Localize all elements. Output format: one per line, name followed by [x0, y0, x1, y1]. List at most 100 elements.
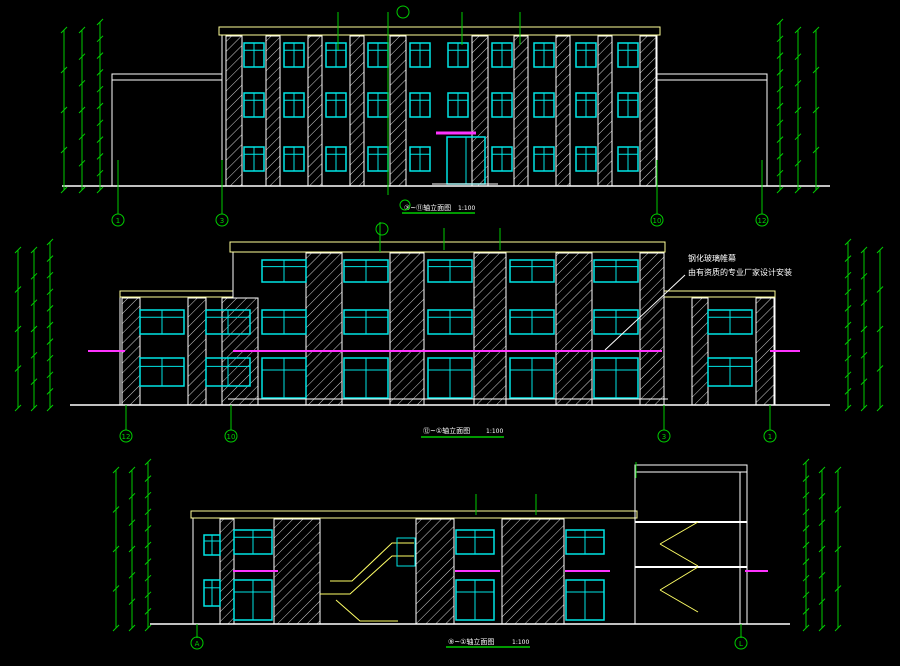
dimension-tick — [844, 404, 852, 412]
dimension-tick — [818, 571, 826, 579]
axis-bubble — [190, 636, 204, 650]
hatched-pier — [473, 252, 507, 406]
dimension-tick — [144, 574, 152, 582]
dimension-tick — [844, 305, 852, 312]
dimension-tick — [96, 52, 104, 59]
dimension-tick — [776, 85, 784, 93]
elevation-title: ⑫~①轴立面图 — [423, 426, 470, 435]
dimension-tick — [96, 18, 104, 26]
dimension-tick — [46, 271, 54, 279]
dimension-tick — [776, 153, 784, 160]
hatched-pier — [349, 35, 365, 187]
dimension-chains — [14, 18, 884, 632]
dimension-tick — [818, 598, 826, 606]
hatched-piers — [219, 518, 565, 625]
dimension-tick — [794, 26, 802, 34]
axis-label: 12 — [122, 433, 131, 441]
hatched-pier — [513, 35, 529, 187]
dimension-tick — [844, 238, 852, 246]
axis-label: 10 — [227, 433, 236, 441]
dimension-tick — [46, 255, 54, 262]
manufacturer-note: 由有资质的专业厂家设计安装 — [688, 267, 792, 277]
dimension-tick — [128, 492, 136, 500]
dimension-tick — [30, 299, 38, 307]
dimension-tick — [78, 186, 86, 194]
dimension-tick — [78, 133, 86, 141]
dimension-tick — [860, 272, 868, 280]
dimension-tick — [844, 371, 852, 379]
dimension-tick — [46, 288, 54, 296]
hatched-pier — [307, 35, 323, 187]
hatched-pier — [501, 518, 565, 625]
dimension-tick — [834, 624, 842, 632]
interior-stair — [659, 521, 699, 613]
dimension-tick — [844, 338, 852, 345]
dimension-tick — [844, 271, 852, 279]
dimension-tick — [144, 591, 152, 599]
axis-bubble — [734, 636, 748, 650]
axis-bubble — [119, 429, 133, 443]
dimension-tick — [812, 146, 820, 154]
dimension-tick — [78, 53, 86, 61]
dimension-tick — [876, 404, 884, 412]
dimension-tick — [46, 371, 54, 379]
dimension-tick — [46, 305, 54, 312]
dimension-tick — [30, 272, 38, 280]
dimension-tick — [128, 545, 136, 553]
hatched-pier — [389, 35, 407, 187]
dimension-tick — [14, 365, 22, 372]
left-wing-wall — [111, 73, 223, 187]
hatched-pier — [639, 35, 657, 187]
dimension-tick — [812, 106, 820, 114]
dimension-tick — [96, 136, 104, 143]
hatched-pier — [555, 35, 571, 187]
roof-cornice — [229, 241, 666, 253]
hatched-piers — [225, 35, 657, 187]
dimension-tick — [834, 506, 842, 513]
hatched-pier — [265, 35, 281, 187]
dimension-tick — [802, 525, 810, 532]
dimension-tick — [812, 26, 820, 34]
dimension-tick — [818, 519, 826, 527]
dimension-tick — [112, 506, 120, 513]
dimension-tick — [860, 325, 868, 333]
dimension-tick — [802, 541, 810, 549]
exterior-stair — [320, 542, 414, 622]
dimension-tick — [844, 354, 852, 362]
stair-door — [396, 537, 416, 567]
dimension-tick — [96, 69, 104, 76]
dimension-tick — [776, 35, 784, 43]
dimension-tick — [78, 79, 86, 87]
dimension-tick — [60, 26, 68, 34]
dimension-tick — [776, 169, 784, 177]
dimension-tick — [128, 466, 136, 474]
dimension-tick — [46, 354, 54, 362]
dimension-tick — [30, 325, 38, 333]
detail-callout — [396, 5, 410, 19]
dimension-tick — [844, 255, 852, 262]
dimension-tick — [60, 106, 68, 114]
dimension-tick — [818, 466, 826, 474]
dimension-tick — [876, 365, 884, 372]
dimension-tick — [96, 85, 104, 93]
dimension-tick — [46, 388, 54, 395]
section-marker — [399, 199, 411, 211]
dimension-tick — [802, 491, 810, 499]
dimension-tick — [794, 106, 802, 114]
dimension-tick — [144, 508, 152, 516]
dimension-tick — [818, 545, 826, 553]
dimension-tick — [794, 186, 802, 194]
dimension-tick — [834, 585, 842, 592]
right-wing-cornice — [661, 290, 776, 298]
dimension-tick — [60, 146, 68, 154]
dimension-tick — [812, 66, 820, 74]
dimension-tick — [802, 574, 810, 582]
dimension-tick — [14, 325, 22, 333]
dimension-tick — [812, 186, 820, 194]
hatched-pier — [639, 252, 665, 406]
dimension-tick — [128, 624, 136, 632]
dimension-tick — [802, 608, 810, 615]
dimension-tick — [802, 591, 810, 599]
dimension-tick — [844, 321, 852, 329]
